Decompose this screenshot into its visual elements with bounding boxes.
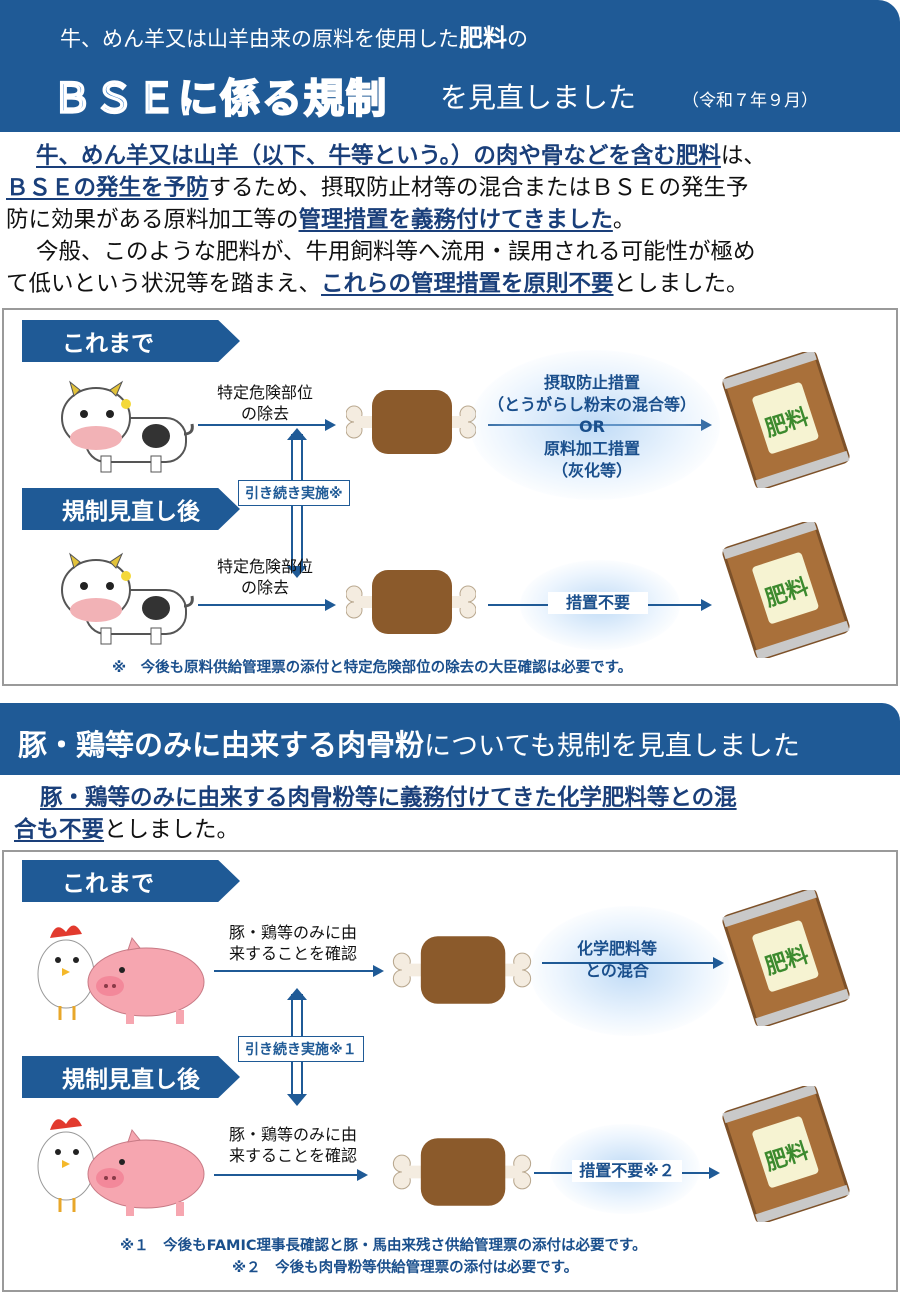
- intro2-line-2: 合も不要としました。: [14, 817, 240, 843]
- intro-line-1: 牛、めん羊又は山羊（以下、牛等という。）の肉や骨などを含む肥料は、: [36, 143, 766, 169]
- continued-badge: 引き続き実施※１: [238, 1036, 364, 1062]
- arrow-head-down: [287, 566, 307, 578]
- intro-line-2: ＢＳＥの発生を予防するため、摂取防止材等の混合またはＢＳＥの発生予: [6, 175, 749, 201]
- meat-bone-icon: [346, 390, 476, 454]
- header-date: （令和７年９月）: [682, 91, 818, 111]
- measure-before-label: 摂取防止措置 （とうがらし粉末の混合等） OR 原料加工措置 （灰化等）: [487, 373, 696, 480]
- step-label-remove-srm: 特定危険部位 の除去: [216, 383, 313, 423]
- meat-bone-icon: [346, 570, 476, 634]
- panel1-note: ※ 今後も原料供給管理票の添付と特定危険部位の除去の大臣確認は必要です。: [112, 660, 633, 676]
- pig-chicken-icon: [37, 925, 205, 1024]
- tag-after: 規制見直し後: [22, 488, 240, 530]
- intro-line-5: て低いという状況等を踏まえ、これらの管理措置を原則不要としました。: [6, 271, 749, 297]
- panel2-note-1: ※１ 今後もFAMIC理事長確認と豚・馬由来残さ供給管理票の添付は必要です。: [120, 1238, 647, 1254]
- pig-chicken-icon: [37, 1117, 205, 1216]
- intro2-line-1: 豚・鶏等のみに由来する肉骨粉等に義務付けてきた化学肥料等との混: [40, 785, 737, 811]
- fertilizer-bag-icon: 肥料: [722, 352, 850, 488]
- arrow-head-up: [287, 428, 307, 440]
- tag-after: 規制見直し後: [22, 1056, 240, 1098]
- measure-glow: [470, 350, 720, 500]
- measure-after-label: 措置不要※２: [572, 1160, 682, 1182]
- cow-icon: [61, 552, 194, 645]
- measure-glow: [530, 906, 730, 1036]
- header-subtitle: 牛、めん羊又は山羊由来の原料を使用した肥料の: [60, 24, 528, 52]
- fertilizer-bag-icon: 肥料: [722, 522, 850, 658]
- flow-arrow: [214, 1169, 368, 1181]
- flow-arrow: [214, 965, 384, 977]
- meat-bone-icon: [392, 936, 532, 1004]
- measure-before-label: 化学肥料等 との混合: [576, 939, 657, 980]
- fertilizer-bag-icon: 肥料: [722, 890, 850, 1026]
- section2-title: 豚・鶏等のみに由来する肉骨粉についても規制を見直しました: [18, 728, 800, 762]
- flow-arrow: [542, 957, 724, 969]
- intro-line-3: 防に効果がある原料加工等の管理措置を義務付けてきました。: [6, 207, 636, 233]
- header-title: ＢＳＥに係る規制: [51, 75, 388, 123]
- section2-banner: [0, 703, 900, 775]
- cow-icon: [61, 380, 194, 473]
- arrow-head-up: [287, 988, 307, 1000]
- tag-before: これまで: [22, 860, 240, 902]
- header-banner: [0, 0, 900, 132]
- meat-bone-icon: [392, 1138, 532, 1206]
- flow-arrow: [198, 419, 336, 431]
- step-label-remove-srm: 特定危険部位 の除去: [216, 557, 313, 597]
- header-title-rest: を見直しました: [440, 81, 637, 114]
- step-label-confirm-origin: 豚・鶏等のみに由 来することを確認: [228, 1125, 357, 1165]
- flow-arrow: [198, 599, 336, 611]
- tag-before: これまで: [22, 320, 240, 362]
- intro-line-4: 今般、このような肥料が、牛用飼料等へ流用・誤用される可能性が極め: [36, 239, 756, 265]
- fertilizer-bag-icon: 肥料: [722, 1086, 850, 1222]
- arrow-head-down: [287, 1094, 307, 1106]
- continued-badge: 引き続き実施※: [238, 480, 350, 506]
- step-label-confirm-origin: 豚・鶏等のみに由 来することを確認: [228, 923, 357, 963]
- panel2-note-2: ※２ 今後も肉骨粉等供給管理票の添付は必要です。: [232, 1260, 579, 1276]
- measure-after-label: 措置不要: [548, 592, 648, 614]
